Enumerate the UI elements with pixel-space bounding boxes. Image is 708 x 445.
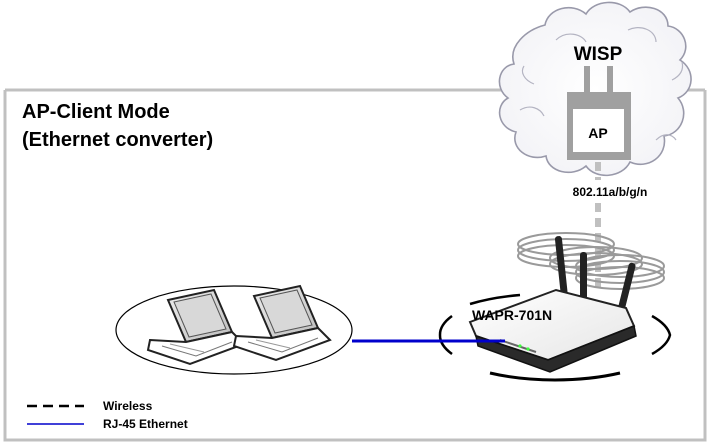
cloud-label: WISP xyxy=(574,44,623,65)
laptop-icon xyxy=(146,288,246,366)
wireless-router-icon xyxy=(468,236,637,373)
wireless-standard-label: 802.11a/b/g/n xyxy=(573,185,648,199)
legend-ethernet-label: RJ-45 Ethernet xyxy=(103,417,188,431)
mode-title-line2: (Ethernet converter) xyxy=(22,129,213,151)
cloud-icon xyxy=(498,1,692,177)
laptop-icon xyxy=(232,284,332,362)
mode-title-line1: AP-Client Mode xyxy=(22,101,170,123)
antenna-signal-rings xyxy=(517,232,665,290)
access-point-label: AP xyxy=(588,125,607,141)
legend: Wireless RJ-45 Ethernet xyxy=(27,399,188,431)
router-label: WAPR-701N xyxy=(472,307,552,323)
access-point-icon xyxy=(567,66,631,160)
legend-wireless-label: Wireless xyxy=(103,399,153,413)
